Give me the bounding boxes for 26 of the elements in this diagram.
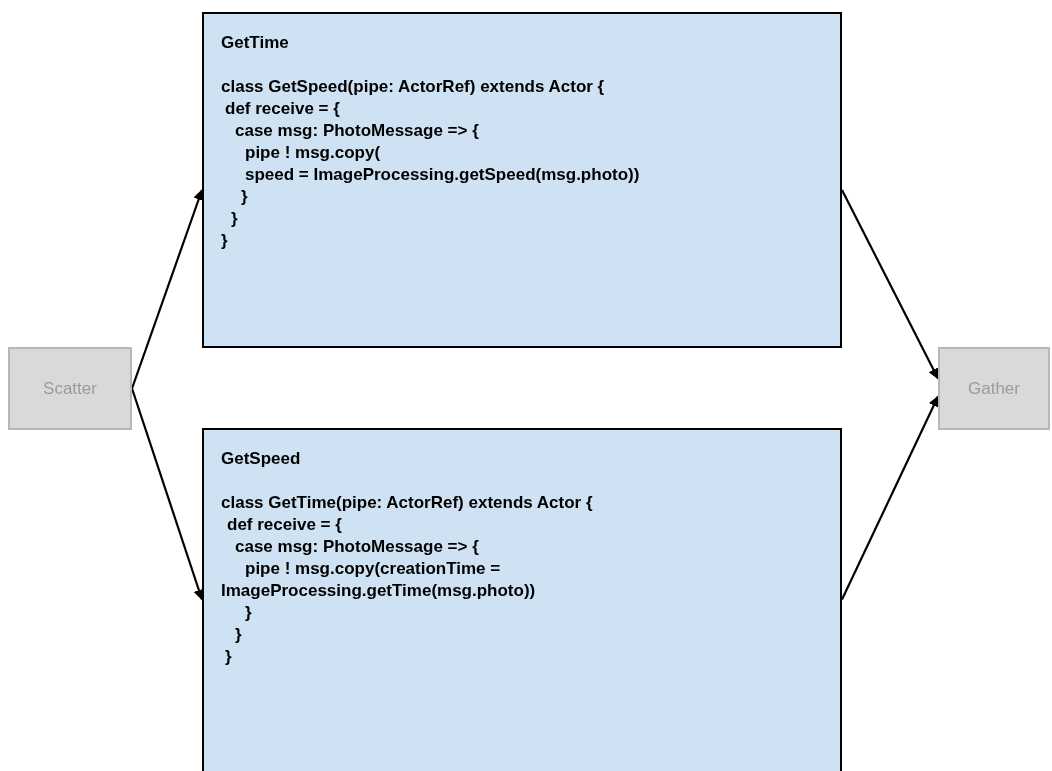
code-box <box>202 12 842 348</box>
arrow <box>841 395 939 600</box>
code-line: def receive = { <box>227 514 342 536</box>
arrow <box>841 189 939 380</box>
code-line: } <box>225 646 232 668</box>
process-box <box>938 347 1050 430</box>
node-label: Gather <box>968 377 1020 400</box>
code-box <box>202 428 842 771</box>
code-line: } <box>235 624 242 646</box>
node-label: Scatter <box>43 377 97 400</box>
box-heading: GetTime <box>221 32 289 54</box>
code-line: pipe ! msg.copy( <box>245 142 381 164</box>
code-line: case msg: PhotoMessage => { <box>235 120 479 142</box>
code-line: case msg: PhotoMessage => { <box>235 536 479 558</box>
code-line: } <box>231 208 238 230</box>
process-box <box>8 347 132 430</box>
code-line: } <box>221 230 228 252</box>
code-line: } <box>241 186 248 208</box>
code-line: class GetTime(pipe: ActorRef) extends Actor { <box>221 492 593 514</box>
code-line: class GetSpeed(pipe: ActorRef) extends Actor { <box>221 76 605 98</box>
code-line: pipe ! msg.copy(creationTime = <box>245 558 501 580</box>
code-line: def receive = { <box>225 98 340 120</box>
box-heading: GetSpeed <box>221 448 301 470</box>
code-line: speed = ImageProcessing.getSpeed(msg.photo)) <box>245 164 640 186</box>
code-line: } <box>245 602 252 624</box>
code-line: ImageProcessing.getTime(msg.photo)) <box>221 580 536 602</box>
